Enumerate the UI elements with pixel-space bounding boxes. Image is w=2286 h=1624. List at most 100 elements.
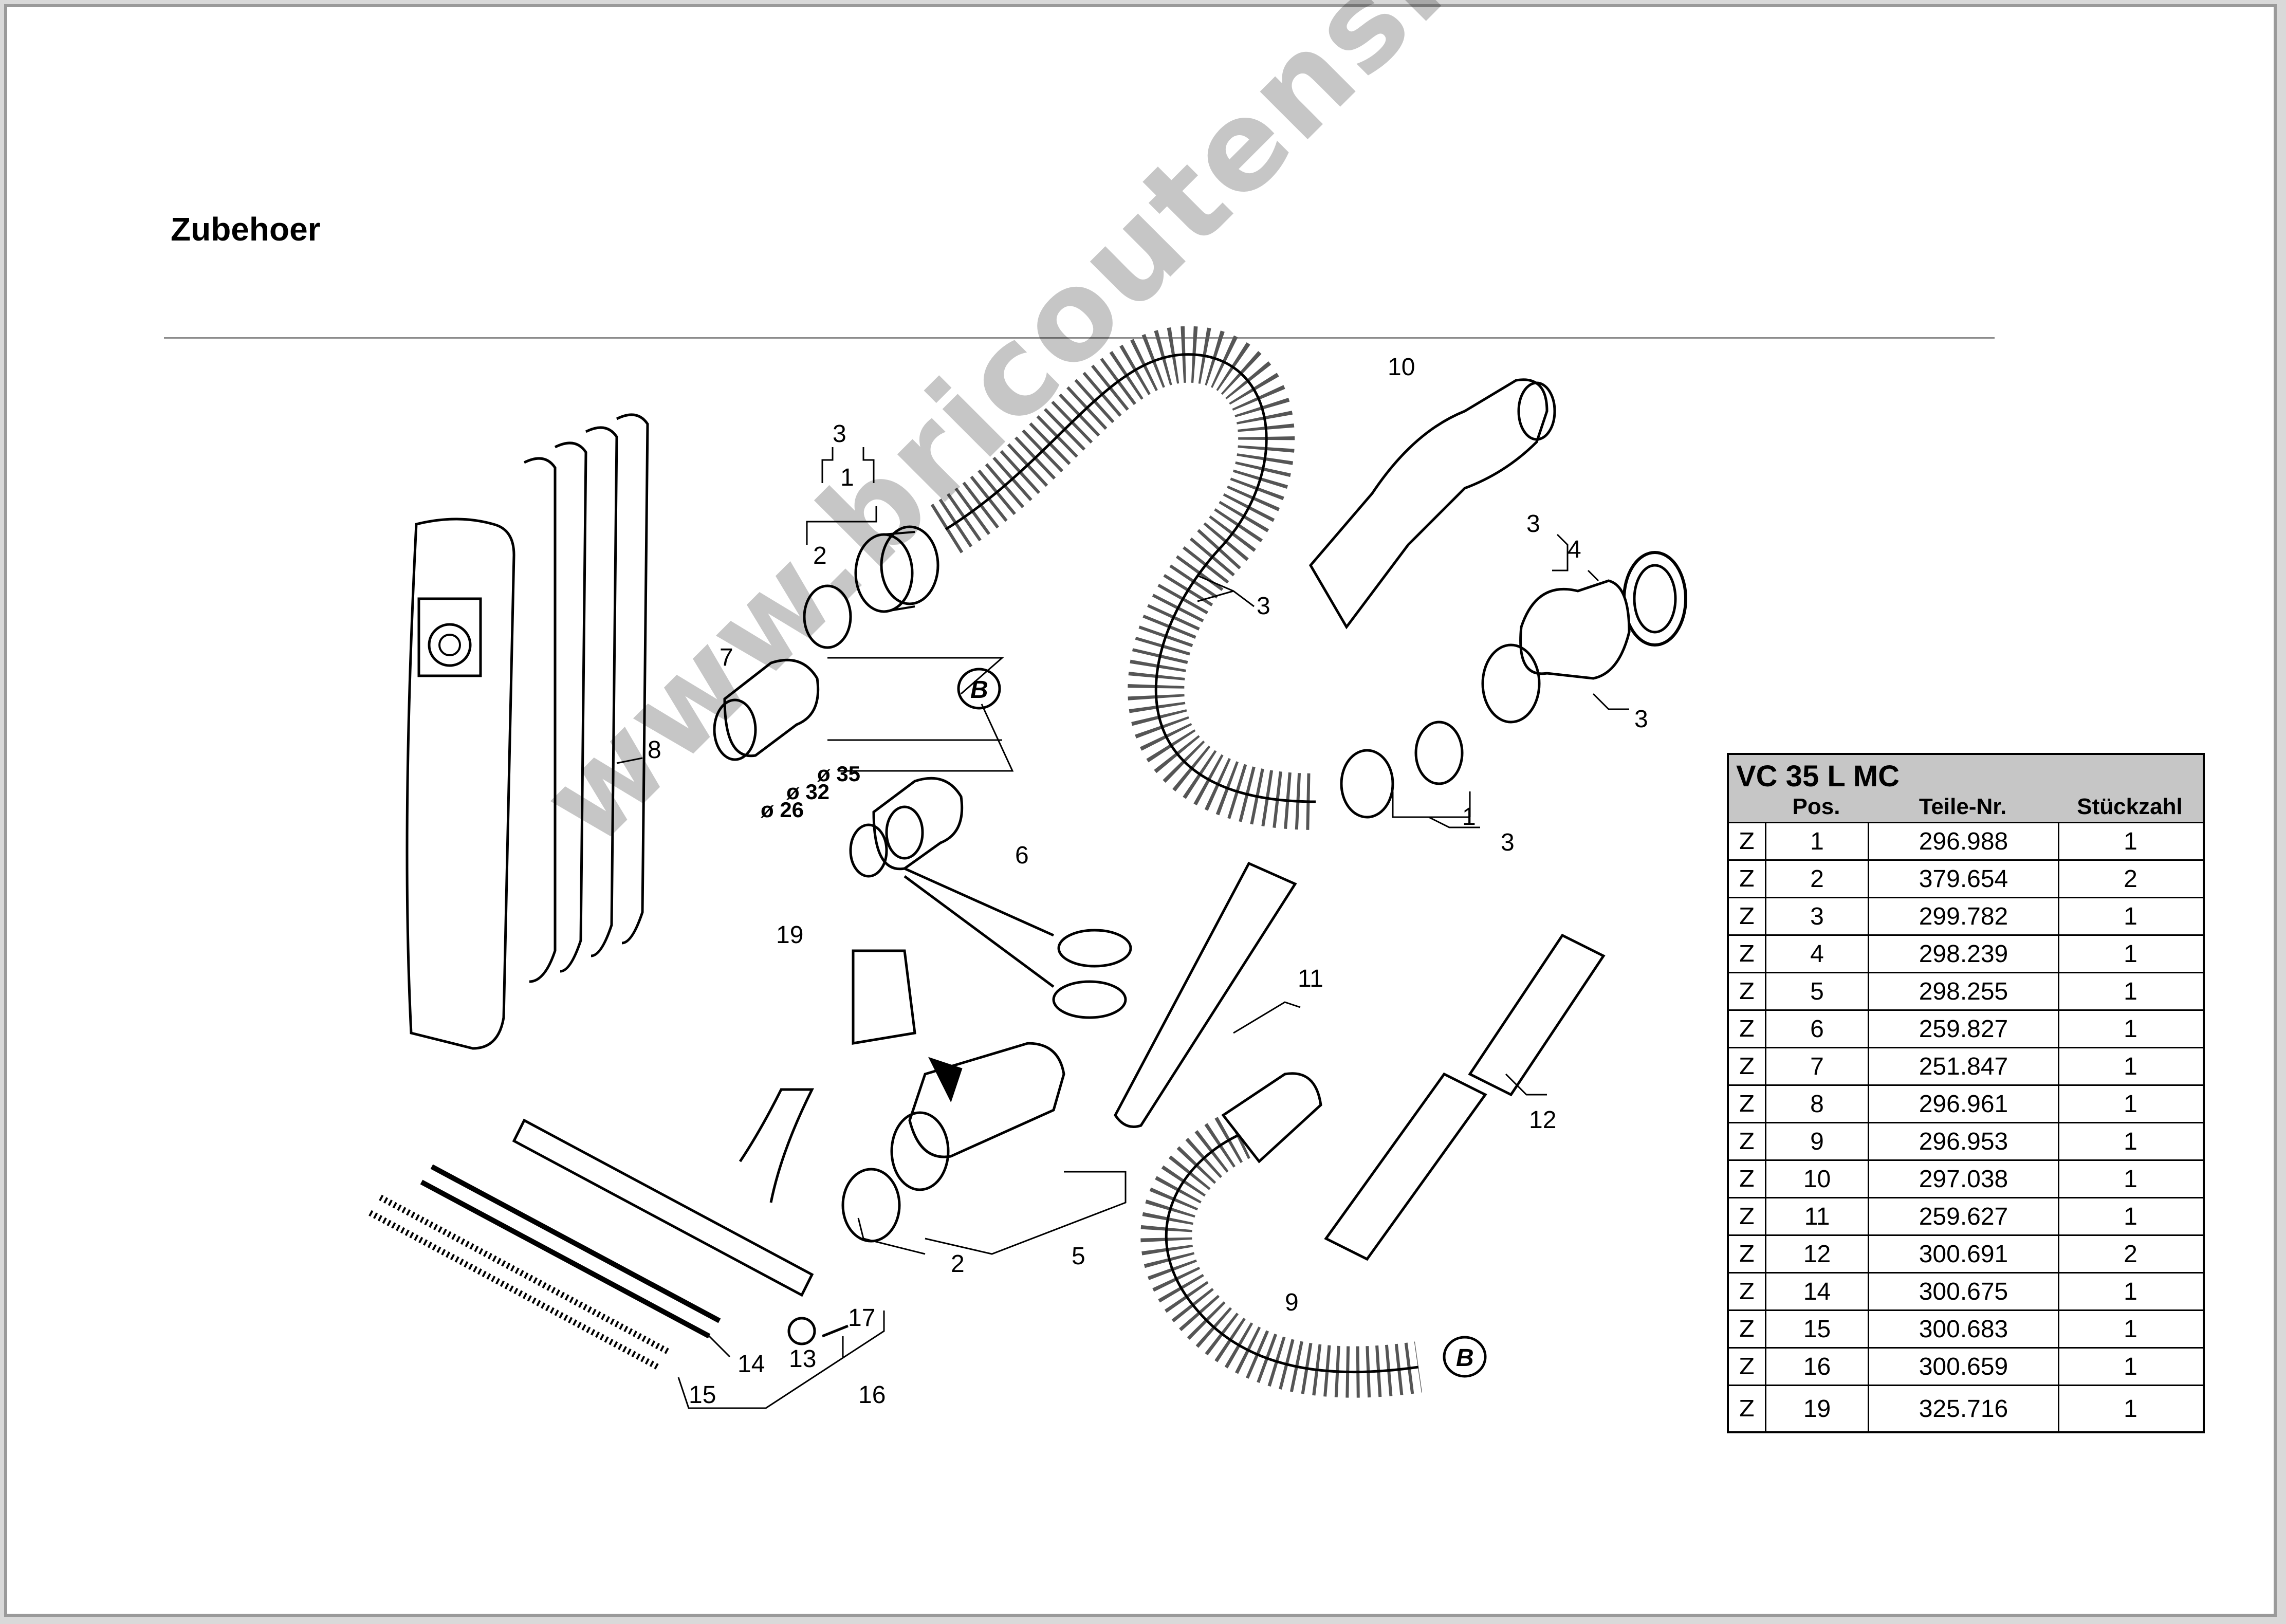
adapters [713, 658, 964, 878]
row-part-number: 296.961 [1868, 1086, 2058, 1122]
callout-3: 3 [833, 420, 846, 448]
coupling-assembly [1340, 551, 1687, 819]
row-code: Z [1739, 1128, 1755, 1155]
row-pos: 15 [1765, 1311, 1868, 1347]
row-pos: 2 [1765, 861, 1868, 897]
callout-9: 9 [1285, 1289, 1299, 1316]
suction-hose [930, 326, 1316, 830]
row-part-number: 379.654 [1868, 861, 2058, 897]
row-pos: 19 [1765, 1386, 1868, 1431]
row-pos: 10 [1765, 1161, 1868, 1197]
row-part-number: 251.847 [1868, 1048, 2058, 1084]
row-quantity: 1 [2058, 898, 2202, 934]
row-pos: 5 [1765, 973, 1868, 1009]
floor-nozzle [368, 1088, 849, 1370]
callout-19: 19 [776, 921, 803, 949]
ref-b-label-bottom: B [1456, 1344, 1474, 1372]
row-quantity: 1 [2058, 823, 2202, 859]
row-part-number: 325.716 [1868, 1386, 2058, 1431]
row-part-number: 298.255 [1868, 973, 2058, 1009]
row-part-number: 300.691 [1868, 1236, 2058, 1272]
row-quantity: 1 [2058, 1086, 2202, 1122]
row-code: Z [1739, 903, 1755, 930]
parts-table-columns: Pos. Teile-Nr. Stückzahl [1729, 792, 2203, 822]
page-title: Zubehoer [171, 211, 321, 248]
callout-11: 11 [1298, 965, 1323, 992]
row-pos: 9 [1765, 1123, 1868, 1159]
column-part-number: Teile-Nr. [1919, 794, 2007, 819]
row-pos: 8 [1765, 1086, 1868, 1122]
callout-12: 12 [1529, 1106, 1556, 1134]
row-part-number: 300.675 [1868, 1274, 2058, 1309]
column-quantity: Stückzahl [2077, 794, 2183, 819]
callout-8: 8 [648, 736, 661, 764]
callout-14: 14 [738, 1351, 765, 1378]
callout-13: 13 [789, 1345, 816, 1373]
row-code: Z [1739, 1353, 1755, 1380]
row-pos: 3 [1765, 898, 1868, 934]
hose-cuffs-top [803, 525, 939, 649]
row-quantity: 1 [2058, 1161, 2202, 1197]
callout-1: 1 [840, 464, 854, 491]
row-part-number: 259.827 [1868, 1011, 2058, 1047]
row-pos: 14 [1765, 1274, 1868, 1309]
reference-marker-b [957, 668, 1487, 1378]
extension-tubes [1324, 933, 1606, 1261]
row-code: Z [1739, 1395, 1755, 1422]
callout-17: 17 [848, 1304, 875, 1332]
callout-2-lower: 2 [951, 1250, 965, 1278]
row-code: Z [1739, 1091, 1755, 1117]
parts-table-title: VC 35 L MC [1736, 760, 1900, 793]
row-pos: 7 [1765, 1048, 1868, 1084]
row-quantity: 1 [2058, 1048, 2202, 1084]
row-code: Z [1739, 1166, 1755, 1192]
callout-10: 10 [1388, 354, 1415, 381]
row-pos: 16 [1765, 1349, 1868, 1385]
leader-lines [677, 447, 1629, 1409]
row-part-number: 259.627 [1868, 1198, 2058, 1234]
row-quantity: 1 [2058, 1198, 2202, 1234]
callout-3-right: 3 [1526, 510, 1540, 538]
row-part-number: 298.239 [1868, 936, 2058, 972]
diameter-35: ø 35 [817, 762, 860, 786]
row-pos: 6 [1765, 1011, 1868, 1047]
lower-hose [1140, 1072, 1423, 1398]
row-code: Z [1739, 865, 1755, 892]
row-quantity: 1 [2058, 1123, 2202, 1159]
row-part-number: 300.683 [1868, 1311, 2058, 1347]
row-quantity: 2 [2058, 861, 2202, 897]
parts-table-header: VC 35 L MC Pos. Teile-Nr. Stückzahl [1729, 755, 2203, 822]
row-code: Z [1739, 1278, 1755, 1305]
row-pos: 4 [1765, 936, 1868, 972]
row-quantity: 1 [2058, 1274, 2202, 1309]
ref-b-label-top: B [970, 676, 988, 704]
row-code: Z [1739, 1241, 1755, 1267]
callout-15: 15 [689, 1381, 716, 1409]
row-pos: 11 [1765, 1198, 1868, 1234]
filter-bags [405, 413, 649, 1050]
row-quantity: 1 [2058, 1349, 2202, 1385]
row-pos: 1 [1765, 823, 1868, 859]
curved-handle [1308, 378, 1556, 630]
callout-3-coupling: 3 [1634, 706, 1648, 733]
scissors [904, 867, 1132, 1019]
row-code: Z [1739, 1016, 1755, 1042]
row-part-number: 296.953 [1868, 1123, 2058, 1159]
row-code: Z [1739, 1053, 1755, 1080]
row-pos: 12 [1765, 1236, 1868, 1272]
callout-16: 16 [858, 1381, 886, 1409]
callout-7: 7 [720, 644, 733, 671]
row-part-number: 300.659 [1868, 1349, 2058, 1385]
